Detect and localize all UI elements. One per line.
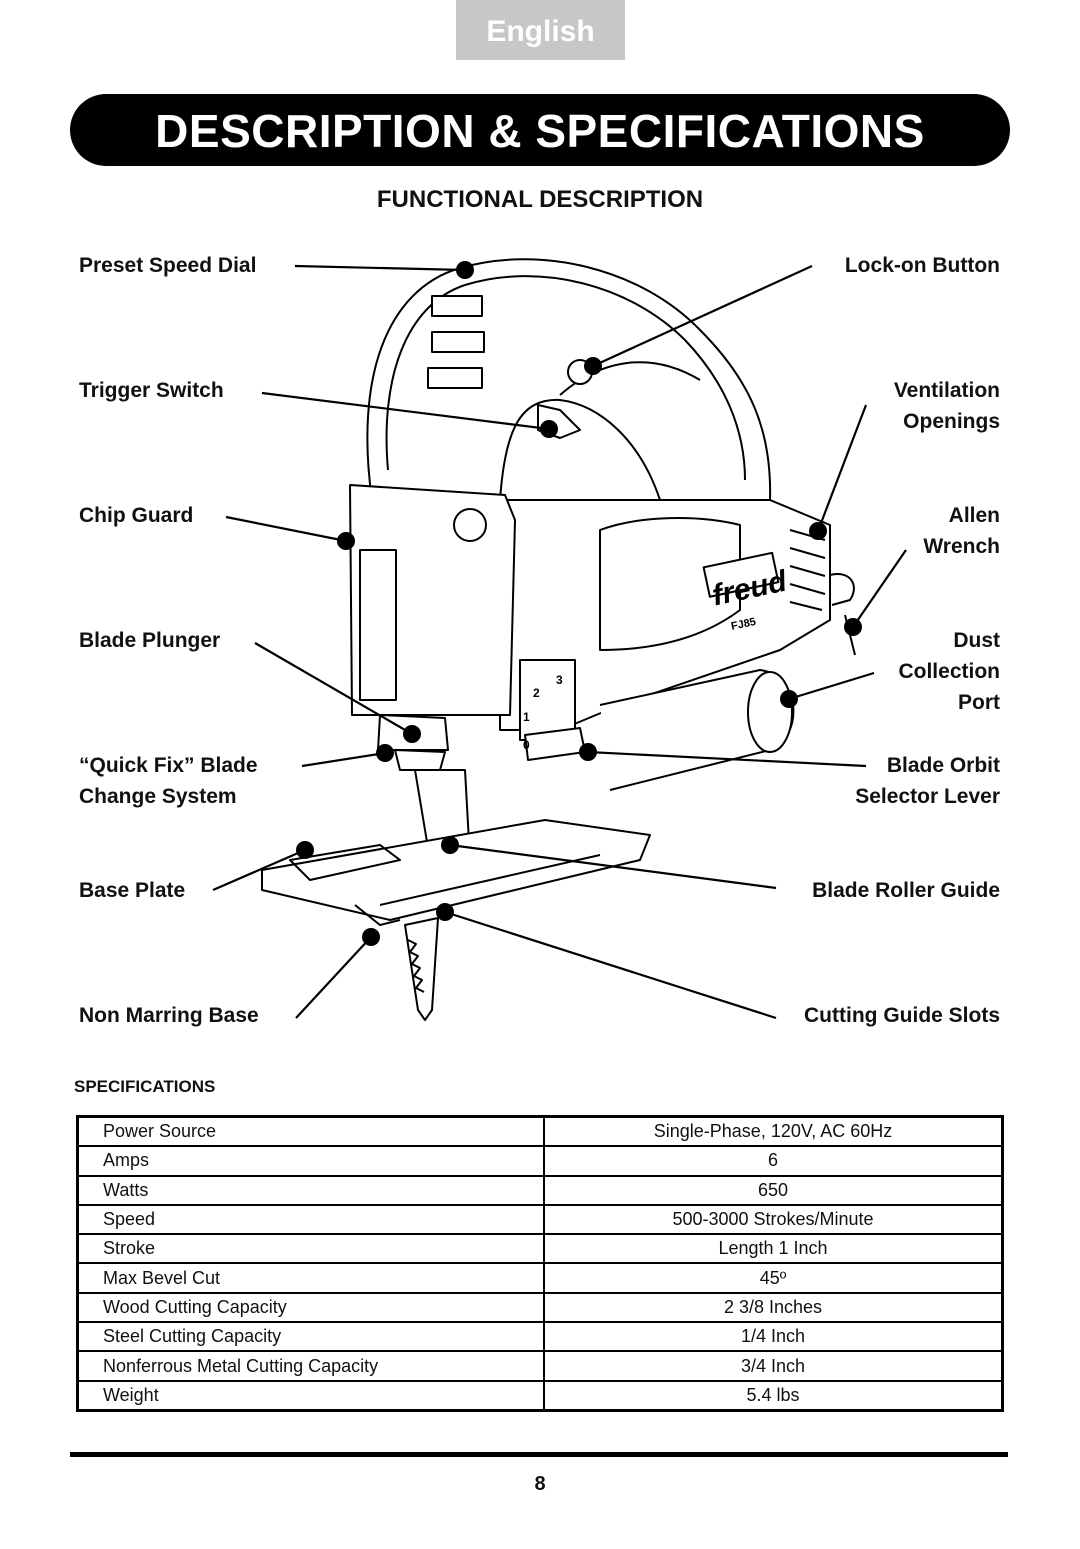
page-title-banner: DESCRIPTION & SPECIFICATIONS [70,94,1010,166]
label-allen-line1: Allen [948,504,1000,527]
label-allen-line2: Wrench [923,535,1000,558]
spec-value: 650 [543,1174,1004,1206]
orbit-number-2: 2 [533,686,540,700]
label-dust-collection-port: Dust Collection Port [898,625,1000,718]
spec-value: 500-3000 Strokes/Minute [543,1203,1004,1236]
label-ventilation-line1: Ventilation [893,379,1000,402]
label-cutting-guide-slots: Cutting Guide Slots [804,1004,1000,1027]
spec-label: Power Source [76,1115,545,1148]
spec-value: 1/4 Inch [543,1321,1004,1353]
jigsaw-illustration [261,258,856,1021]
spec-value: Length 1 Inch [543,1233,1004,1265]
page-number: 8 [534,1473,546,1495]
orbit-number-1: 1 [523,710,530,724]
label-dust-line1: Dust [953,629,1000,652]
label-blade-plunger: Blade Plunger [79,629,221,652]
spec-label: Amps [76,1145,545,1177]
label-orbit-line2: Selector Lever [855,785,1000,808]
label-quick-fix: “Quick Fix” Blade Change System [79,750,258,812]
label-quick-fix-line1: “Quick Fix” Blade [79,754,258,777]
spec-value: 6 [543,1145,1004,1177]
spec-value: 5.4 lbs [543,1379,1004,1412]
label-preset-speed-dial: Preset Speed Dial [79,254,257,277]
label-ventilation-openings: Ventilation Openings [894,375,1000,437]
label-blade-roller-guide: Blade Roller Guide [812,879,1000,902]
label-base-plate: Base Plate [79,879,186,902]
tool-model-text: FJ85 [730,616,757,633]
label-allen-wrench: Allen Wrench [923,500,1000,562]
spec-label: Stroke [76,1233,545,1265]
spec-label: Speed [76,1203,545,1236]
spec-label: Max Bevel Cut [76,1262,545,1294]
label-dust-line2: Collection [898,660,1000,683]
label-non-marring-base: Non Marring Base [79,1004,259,1027]
spec-value: Single-Phase, 120V, AC 60Hz [543,1115,1004,1148]
callout-leader-lines [212,264,907,1020]
label-lock-on-button: Lock-on Button [844,254,1000,277]
label-quick-fix-line2: Change System [79,785,237,808]
spec-label: Weight [76,1379,545,1412]
specifications-heading: SPECIFICATIONS [74,1077,216,1096]
spec-value: 3/4 Inch [543,1350,1004,1382]
jigsaw-diagram: freud FJ85 2 3 1 0 [212,258,907,1021]
functional-description-heading: FUNCTIONAL DESCRIPTION [376,186,704,213]
orbit-number-3: 3 [556,673,563,687]
spec-label: Steel Cutting Capacity [76,1321,545,1353]
label-dust-line3: Port [958,691,1000,714]
spec-value: 45º [543,1262,1004,1294]
spec-label: Nonferrous Metal Cutting Capacity [76,1350,545,1382]
label-trigger-switch: Trigger Switch [79,379,224,402]
label-blade-orbit-selector: Blade Orbit Selector Lever [855,750,1000,812]
label-chip-guard: Chip Guard [79,504,194,527]
orbit-number-0: 0 [523,738,530,752]
spec-value: 2 3/8 Inches [543,1291,1004,1324]
callout-dots [296,261,862,946]
spec-label: Watts [76,1174,545,1206]
language-tab[interactable]: English [456,0,625,60]
label-ventilation-line2: Openings [903,410,1000,433]
footer-rule [70,1452,1008,1457]
spec-label: Wood Cutting Capacity [76,1291,545,1324]
label-orbit-line1: Blade Orbit [886,754,1000,777]
